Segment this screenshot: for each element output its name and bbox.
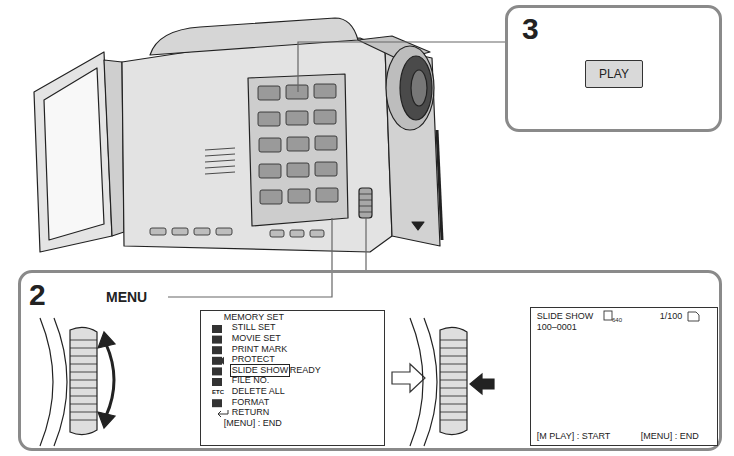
screen-text: FILE NO. <box>232 376 270 385</box>
rotate-dial-illustration <box>40 318 115 446</box>
screen-text: STILL SET <box>232 323 276 332</box>
screen-text: 100–0001 <box>537 323 577 332</box>
step-number: 3 <box>522 14 539 44</box>
icon-text: 640 <box>612 317 622 323</box>
screen-text: SLIDE SHOW <box>537 312 594 321</box>
step-number: 2 <box>29 280 46 310</box>
screen-text: [MENU] : END <box>641 432 699 441</box>
press-dial-illustration <box>410 318 494 446</box>
screen-text: SLIDE SHOW <box>232 366 289 375</box>
screen-text: [M PLAY] : START <box>537 432 611 441</box>
icon-text: ETC <box>212 389 224 395</box>
menu-icon <box>212 325 228 417</box>
screen-text: FORMAT <box>232 398 269 407</box>
screen-text: DELETE ALL <box>232 387 285 396</box>
leader-line <box>168 42 505 297</box>
button-text: PLAY <box>586 61 642 87</box>
lcd-screen: SLIDE SHOW 1/100 100–0001 [M PLAY] : START [… <box>530 307 718 446</box>
screen-text: READY <box>290 366 321 375</box>
button-label: PLAY <box>585 60 643 88</box>
screen-icon <box>604 311 699 321</box>
part-name: MENU <box>106 290 147 304</box>
screen-text: PRINT MARK <box>232 345 287 354</box>
screen-text: RETURN <box>232 408 270 417</box>
screen-text: MEMORY SET <box>224 313 284 322</box>
screen-text: 1/100 <box>660 312 683 321</box>
camcorder-illustration <box>34 18 442 252</box>
lcd-screen: MEMORY SETSTILL SET MOVIE SET PRINT MARKPR… <box>200 310 385 446</box>
step-panel: PLAY 3 <box>505 5 722 132</box>
screen-text: MOVIE SET <box>232 334 281 343</box>
screen-text: PROTECT <box>232 355 275 364</box>
arrow-symbol <box>392 364 425 392</box>
screen-text: [MENU] : END <box>224 419 282 428</box>
